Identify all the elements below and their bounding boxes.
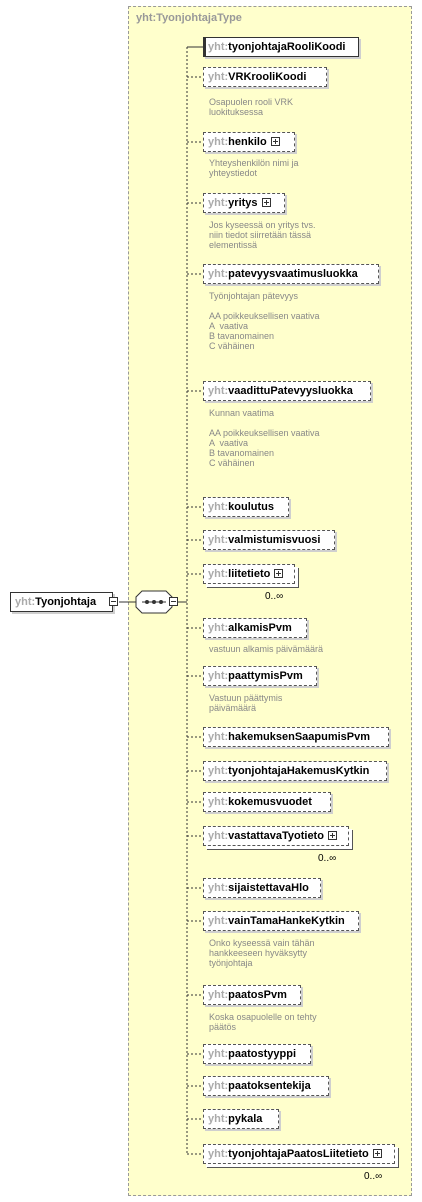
element-alkamisPvm[interactable]: yht:alkamisPvm xyxy=(203,618,307,638)
element-prefix: yht: xyxy=(208,534,229,546)
element-vainTamaHankeKytkin[interactable]: yht:vainTamaHankeKytkin xyxy=(203,911,359,931)
element-name: tyonjohtajaHakemusKytkin xyxy=(228,765,370,777)
element-doc: Osapuolen rooli VRK luokituksessa xyxy=(209,97,294,117)
expand-icon[interactable] xyxy=(372,1149,382,1158)
element-name: tyonjohtajaPaatosLiitetieto xyxy=(228,1148,369,1160)
root-element-tyonjohtaja[interactable]: yht:Tyonjohtaja xyxy=(10,592,118,612)
element-doc: Työnjohtajan pätevyys AA poikkeuksellise… xyxy=(209,291,320,351)
element-name: paatoksentekija xyxy=(228,1080,311,1092)
root-name: Tyonjohtaja xyxy=(35,596,97,608)
element-prefix: yht: xyxy=(208,41,229,53)
element-prefix: yht: xyxy=(208,670,229,682)
expand-icon[interactable] xyxy=(261,198,271,207)
element-name: vastattavaTyotieto xyxy=(228,830,324,842)
element-paattymisPvm[interactable]: yht:paattymisPvm xyxy=(203,666,317,686)
element-doc: Jos kyseessä on yritys tvs. niin tiedot … xyxy=(209,220,316,250)
element-name: paattymisPvm xyxy=(228,670,303,682)
element-name: liitetieto xyxy=(228,568,271,580)
element-prefix: yht: xyxy=(208,989,229,1001)
element-tyonjohtajaRooliKoodi[interactable]: yht:tyonjohtajaRooliKoodi xyxy=(203,37,359,57)
element-name: patevyysvaatimusluokka xyxy=(228,268,358,280)
element-name: sijaistettavaHlo xyxy=(228,882,309,894)
element-pykala[interactable]: yht:pykala xyxy=(203,1109,279,1129)
element-name: tyonjohtajaRooliKoodi xyxy=(228,41,346,53)
element-name: paatostyyppi xyxy=(228,1048,297,1060)
element-prefix: yht: xyxy=(208,882,229,894)
element-sijaistettavaHlo[interactable]: yht:sijaistettavaHlo xyxy=(203,878,321,898)
element-prefix: yht: xyxy=(208,501,229,513)
element-prefix: yht: xyxy=(208,1080,229,1092)
element-prefix: yht: xyxy=(208,796,229,808)
element-henkilo[interactable]: yht:henkilo xyxy=(203,132,295,152)
element-name: koulutus xyxy=(228,501,275,513)
element-prefix: yht: xyxy=(208,915,229,927)
element-patevyysvaatimusluokka[interactable]: yht:patevyysvaatimusluokka xyxy=(203,264,379,284)
element-prefix: yht: xyxy=(208,71,229,83)
element-name: kokemusvuodet xyxy=(228,796,312,808)
expand-icon[interactable] xyxy=(270,137,280,146)
element-doc: Yhteyshenkilön nimi ja yhteystiedot xyxy=(209,158,299,178)
element-prefix: yht: xyxy=(208,1048,229,1060)
element-name: vaadittuPatevyysluokka xyxy=(228,385,353,397)
element-name: alkamisPvm xyxy=(228,622,292,634)
element-doc: vastuun alkamis päivämäärä xyxy=(209,644,324,654)
multiplicity-label: 0..∞ xyxy=(364,1171,383,1182)
element-koulutus[interactable]: yht:koulutus xyxy=(203,497,289,517)
collapse-icon[interactable] xyxy=(109,597,118,606)
element-name: vainTamaHankeKytkin xyxy=(228,915,345,927)
element-prefix: yht: xyxy=(208,765,229,777)
element-name: valmistumisvuosi xyxy=(228,534,321,546)
element-doc: Onko kyseessä vain tähän hankkeeseen hyv… xyxy=(209,938,315,968)
element-name: hakemuksenSaapumisPvm xyxy=(228,731,371,743)
element-kokemusvuodet[interactable]: yht:kokemusvuodet xyxy=(203,792,331,812)
element-prefix: yht: xyxy=(208,1148,229,1160)
element-name: yritys xyxy=(228,197,258,209)
element-doc: Vastuun päättymis päivämäärä xyxy=(209,693,283,713)
element-hakemuksenSaapumisPvm[interactable]: yht:hakemuksenSaapumisPvm xyxy=(203,727,389,747)
element-valmistumisvuosi[interactable]: yht:valmistumisvuosi xyxy=(203,530,335,550)
element-paatostyyppi[interactable]: yht:paatostyyppi xyxy=(203,1044,311,1064)
expand-icon[interactable] xyxy=(327,831,337,840)
element-liitetieto[interactable]: yht:liitetieto xyxy=(203,564,295,584)
multiplicity-label: 0..∞ xyxy=(318,853,337,864)
element-paatoksentekija[interactable]: yht:paatoksentekija xyxy=(203,1076,329,1096)
element-name: pykala xyxy=(228,1113,263,1125)
element-yritys[interactable]: yht:yritys xyxy=(203,193,285,213)
element-VRKrooliKoodi[interactable]: yht:VRKrooliKoodi xyxy=(203,67,327,87)
element-name: henkilo xyxy=(228,136,267,148)
sequence-collapse-icon[interactable] xyxy=(169,597,178,606)
element-name: paatosPvm xyxy=(228,989,287,1001)
element-vaadittuPatevyysluokka[interactable]: yht:vaadittuPatevyysluokka xyxy=(203,381,371,401)
expand-icon[interactable] xyxy=(274,569,284,578)
element-tyonjohtajaHakemusKytkin[interactable]: yht:tyonjohtajaHakemusKytkin xyxy=(203,761,387,781)
element-prefix: yht: xyxy=(208,1113,229,1125)
root-prefix: yht: xyxy=(15,596,36,608)
element-prefix: yht: xyxy=(208,136,229,148)
multiplicity-label: 0..∞ xyxy=(265,591,284,602)
element-name: VRKrooliKoodi xyxy=(228,71,307,83)
element-prefix: yht: xyxy=(208,268,229,280)
element-paatosPvm[interactable]: yht:paatosPvm xyxy=(203,985,301,1005)
element-doc: Koska osapuolelle on tehty päätös xyxy=(209,1012,317,1032)
type-title: yht:TyonjohtajaType xyxy=(136,12,242,24)
element-vastattavaTyotieto[interactable]: yht:vastattavaTyotieto xyxy=(203,826,349,846)
element-prefix: yht: xyxy=(208,385,229,397)
element-prefix: yht: xyxy=(208,568,229,580)
element-tyonjohtajaPaatosLiitetieto[interactable]: yht:tyonjohtajaPaatosLiitetieto xyxy=(203,1144,395,1164)
element-prefix: yht: xyxy=(208,731,229,743)
element-prefix: yht: xyxy=(208,830,229,842)
element-doc: Kunnan vaatima AA poikkeuksellisen vaati… xyxy=(209,408,320,468)
element-prefix: yht: xyxy=(208,197,229,209)
element-prefix: yht: xyxy=(208,622,229,634)
